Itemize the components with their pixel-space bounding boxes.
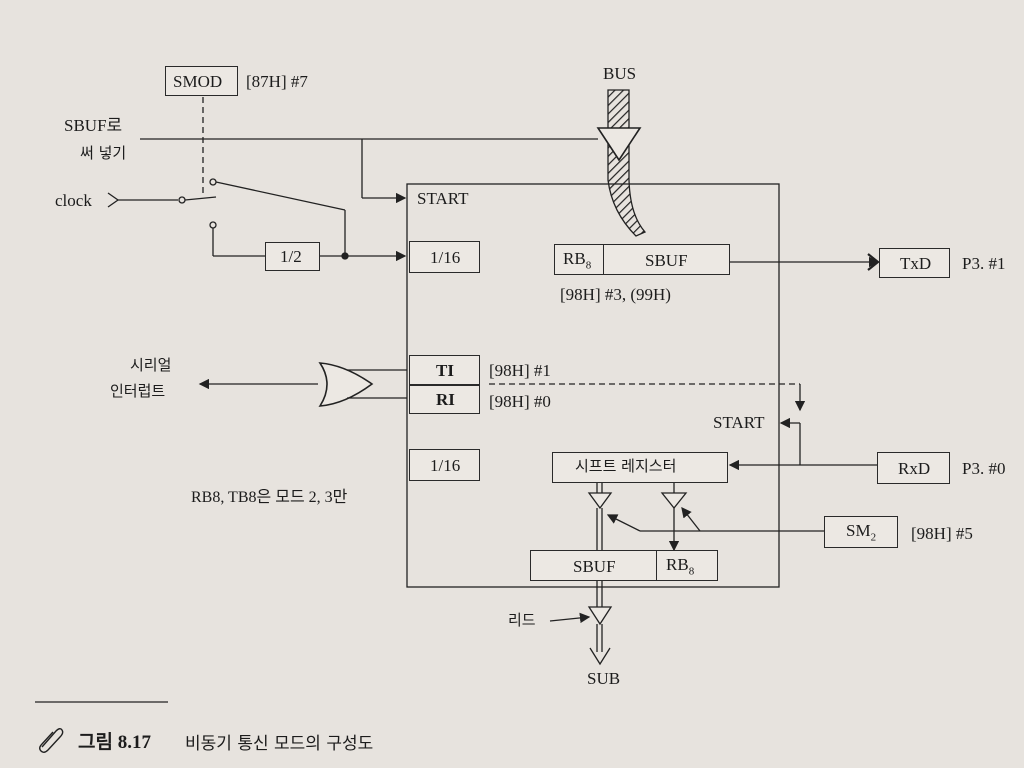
serial-interrupt-label-line1: 시리얼 bbox=[130, 356, 172, 374]
sbuf-rx-label: SBUF bbox=[573, 557, 616, 576]
mode-switch bbox=[184, 196, 217, 201]
sm2-box bbox=[824, 516, 898, 548]
bus-label: BUS bbox=[603, 64, 637, 83]
divide-by-16-bottom-label: 1/16 bbox=[430, 456, 461, 475]
sbuf-write-label-line2: 써 넣기 bbox=[80, 144, 127, 162]
bus-path bbox=[607, 89, 647, 237]
smod-address: [87H] #7 bbox=[246, 72, 308, 91]
sbuf-tx-divider bbox=[603, 244, 605, 275]
figure-title: 비동기 통신 모드의 구성도 bbox=[185, 734, 374, 754]
ri-address: [98H] #0 bbox=[489, 392, 551, 411]
ti-box bbox=[409, 355, 480, 385]
smod-box bbox=[165, 66, 238, 96]
sm2-label: SM2 bbox=[846, 521, 877, 544]
or-gate bbox=[318, 362, 374, 407]
shift-register-label: 시프트 레지스터 bbox=[575, 457, 677, 475]
p31-label: P3. #1 bbox=[962, 254, 1006, 273]
shift-register-box bbox=[552, 452, 728, 483]
rxd-label: RxD bbox=[898, 459, 931, 478]
serial-port-block bbox=[406, 183, 780, 588]
rxd-box bbox=[877, 452, 950, 484]
start-top-label: START bbox=[417, 189, 469, 208]
ti-address: [98H] #1 bbox=[489, 361, 551, 380]
sbuf-rx-divider bbox=[656, 550, 658, 581]
sbuf-rx-box bbox=[530, 550, 718, 581]
sbuf-tx-label: SBUF bbox=[645, 251, 688, 270]
sbuf-write-label-line1: SBUF로 bbox=[64, 116, 123, 135]
sbuf-tx-address: [98H] #3, (99H) bbox=[560, 285, 671, 304]
clock-label: clock bbox=[55, 191, 92, 210]
p30-label: P3. #0 bbox=[962, 459, 1006, 478]
divide-by-16-top-label: 1/16 bbox=[430, 248, 461, 267]
divide-by-16-top-box bbox=[409, 241, 480, 273]
txd-box bbox=[879, 248, 950, 278]
serial-interrupt-label-line2: 인터럽트 bbox=[110, 382, 166, 400]
ri-box bbox=[409, 385, 480, 414]
bus-buffer bbox=[596, 127, 642, 162]
rb8-rx-label: RB8 bbox=[666, 555, 695, 578]
clock-input-mark bbox=[107, 192, 120, 208]
sbuf-tx-box bbox=[554, 244, 730, 275]
txd-label: TxD bbox=[900, 254, 932, 273]
mode-note: RB8, TB8은 모드 2, 3만 bbox=[191, 489, 348, 506]
start-right-label: START bbox=[713, 413, 765, 432]
read-label: 리드 bbox=[508, 611, 536, 629]
ti-label: TI bbox=[436, 361, 454, 380]
divide-by-2-label: 1/2 bbox=[280, 247, 302, 266]
sm2-address: [98H] #5 bbox=[911, 524, 973, 543]
paperclip-icon bbox=[39, 728, 64, 753]
figure-number: 그림 8.17 bbox=[78, 732, 151, 753]
ri-label: RI bbox=[436, 390, 455, 409]
divide-by-2-box bbox=[265, 242, 320, 271]
rb8-tx-label: RB8 bbox=[563, 249, 592, 272]
sub-label: SUB bbox=[587, 669, 621, 688]
smod-label: SMOD bbox=[173, 72, 223, 91]
divide-by-16-bottom-box bbox=[409, 449, 480, 481]
